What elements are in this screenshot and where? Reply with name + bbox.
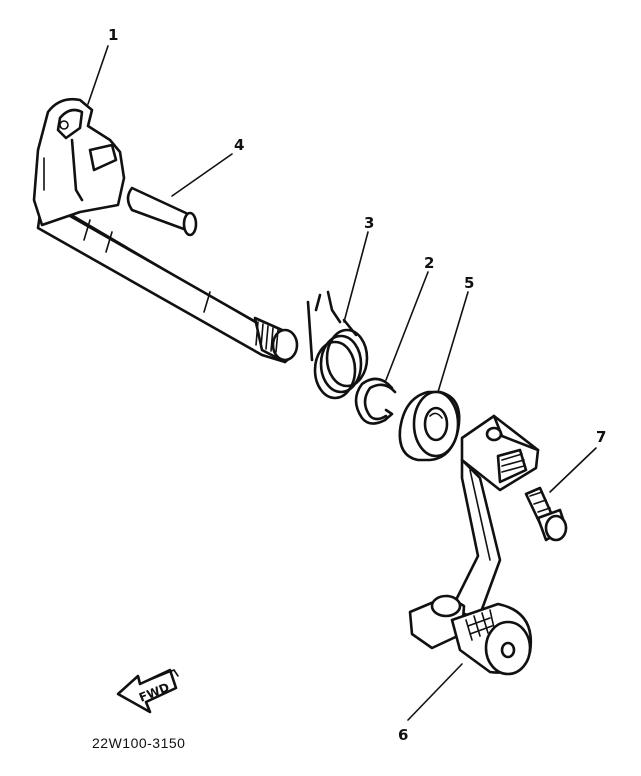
part-4-pin bbox=[126, 186, 198, 237]
part-6-shift-pedal bbox=[408, 414, 540, 676]
part-7-bolt bbox=[524, 486, 568, 542]
leader-lines bbox=[87, 45, 597, 721]
callout-1: 1 bbox=[108, 26, 118, 44]
part-3-torsion-spring bbox=[306, 290, 369, 400]
callout-3: 3 bbox=[364, 214, 374, 232]
callout-2: 2 bbox=[424, 254, 434, 272]
part-2-circlip bbox=[354, 377, 397, 425]
callout-5: 5 bbox=[464, 274, 474, 292]
reference-code: 22W100-3150 bbox=[92, 735, 185, 751]
forward-arrow-icon: FWD bbox=[116, 668, 179, 714]
callout-7: 7 bbox=[596, 428, 606, 446]
part-5-oil-seal bbox=[398, 390, 461, 462]
part-1-shift-shaft bbox=[32, 97, 299, 364]
callout-4: 4 bbox=[234, 136, 244, 154]
callout-6: 6 bbox=[398, 726, 408, 744]
